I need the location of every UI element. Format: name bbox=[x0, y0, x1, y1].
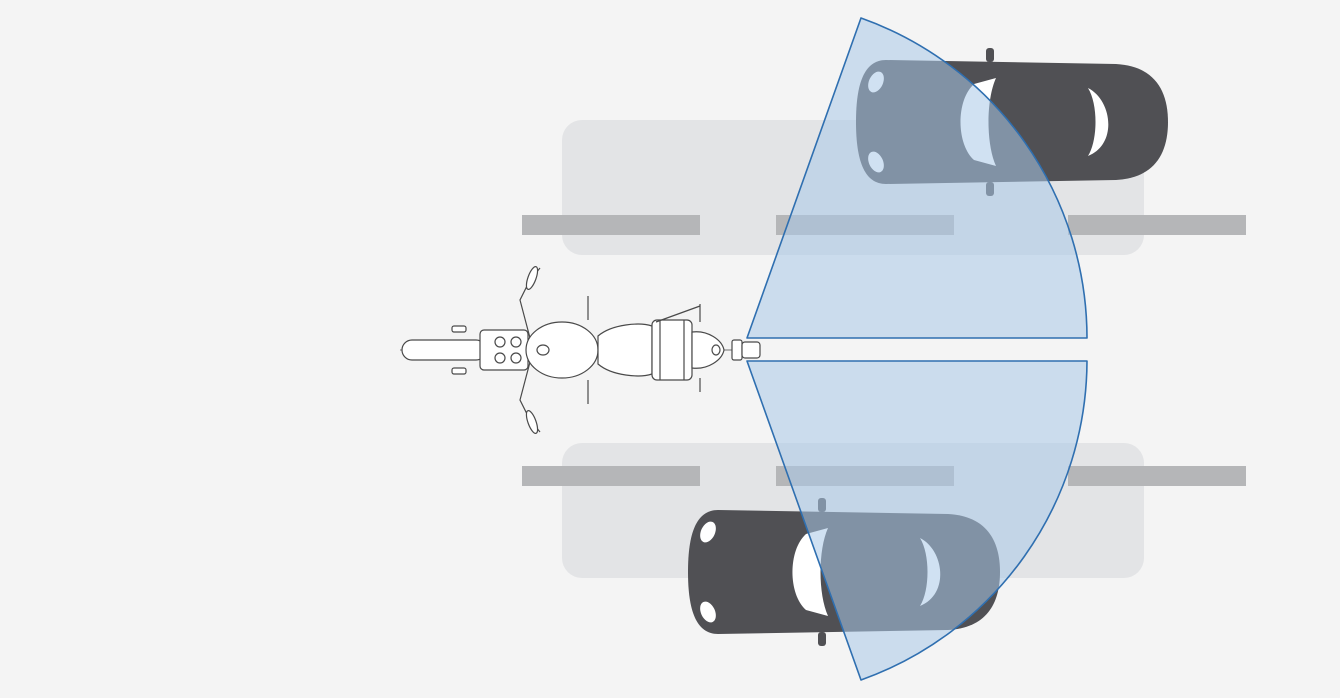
lane-marking bbox=[522, 466, 700, 486]
motorcycle bbox=[400, 266, 761, 434]
detection-zone-right bbox=[746, 360, 1088, 681]
lane-marking bbox=[522, 215, 700, 235]
detection-zone-left bbox=[746, 17, 1088, 339]
lane-marking bbox=[1068, 215, 1246, 235]
lane-marking bbox=[1068, 466, 1246, 486]
